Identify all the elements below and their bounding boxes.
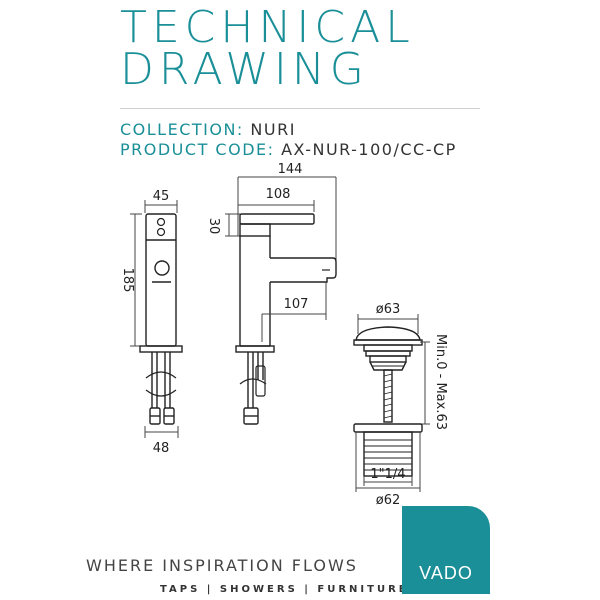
product-code-value: AX-NUR-100/CC-CP <box>281 140 457 159</box>
title-line-2: DRAWING <box>120 44 369 95</box>
side-spout <box>270 257 337 283</box>
product-code-line: PRODUCT CODE: AX-NUR-100/CC-CP <box>120 140 457 159</box>
front-tap-body <box>145 213 177 347</box>
waste-cap <box>355 326 421 341</box>
dim-waste-bottom: ø62 <box>376 493 401 508</box>
dim-waste-top: ø63 <box>376 302 401 317</box>
dim-side-width: 144 <box>278 162 303 177</box>
waste-body <box>363 431 413 477</box>
dim-spout-reach: 107 <box>284 297 309 312</box>
dim-front-height: 185 <box>120 268 135 293</box>
waste-stem <box>383 369 393 423</box>
dim-front-width: 45 <box>153 189 170 204</box>
side-view: 144 108 30 107 <box>206 162 337 425</box>
waste-flange <box>353 423 423 433</box>
logo-text: VADO <box>419 563 473 583</box>
collection-value: NURI <box>250 120 296 139</box>
header-divider <box>120 108 480 109</box>
dim-waste-thread: 1"1/4 <box>370 467 405 482</box>
title-line-1: TECHNICAL <box>120 2 415 53</box>
dim-handle-height: 30 <box>206 218 221 235</box>
category-strip: TAPS | SHOWERS | FURNITURE <box>160 584 409 595</box>
side-cartridge <box>239 223 271 237</box>
dim-waste-adjust: Min.0 - Max.63 <box>433 334 448 430</box>
front-lever-end <box>154 260 170 276</box>
collection-label: COLLECTION: <box>120 120 244 139</box>
product-code-label: PRODUCT CODE: <box>120 140 275 159</box>
front-view: 45 185 48 <box>120 189 183 456</box>
side-lever-handle <box>239 213 315 225</box>
dim-front-base: 48 <box>153 441 170 456</box>
collection-line: COLLECTION: NURI <box>120 120 296 139</box>
dim-handle-length: 108 <box>266 187 291 202</box>
waste-view: ø63 Min.0 - Max.63 <box>353 302 448 508</box>
vado-logo: VADO <box>402 506 490 594</box>
tagline: WHERE INSPIRATION FLOWS <box>86 556 358 575</box>
front-base-plate <box>139 345 183 353</box>
